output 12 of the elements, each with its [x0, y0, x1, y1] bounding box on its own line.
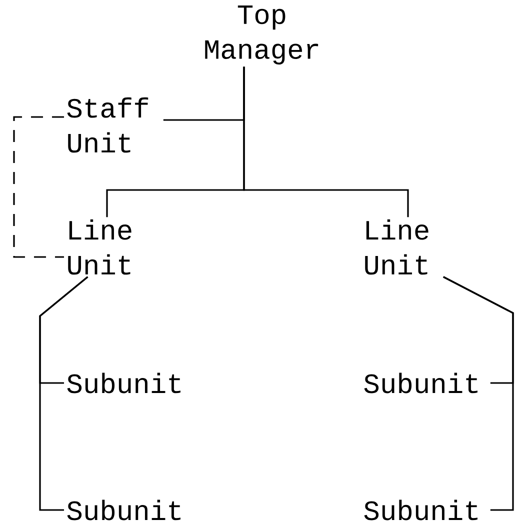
unit-label: Line Unit [365, 219, 428, 275]
unit-label: Subunit [67, 500, 180, 520]
unit-label: Subunit [67, 372, 180, 394]
dashed-connector [13, 116, 64, 258]
unit-label: Top Manager [205, 5, 318, 64]
unit-label: Subunit [364, 372, 478, 394]
unit-label: Staff Unit [67, 97, 148, 153]
unit-label: Subunit [364, 500, 478, 520]
connector-line [243, 66, 409, 218]
connector-line [39, 276, 88, 511]
connector-line [443, 276, 514, 511]
unit-label: Line Unit [68, 219, 132, 275]
